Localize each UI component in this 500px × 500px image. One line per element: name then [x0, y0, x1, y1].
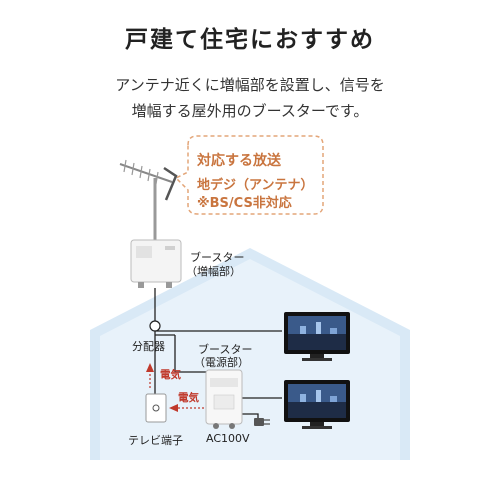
booster-amp-unit — [130, 239, 182, 288]
bubble-heading: 対応する放送 — [197, 153, 281, 169]
booster-power-sublabel: （電源部） — [194, 356, 249, 369]
ac-power-label: AC100V — [206, 432, 250, 445]
electricity-label-2: 電気 — [178, 392, 199, 404]
splitter-icon — [149, 320, 161, 332]
description-line-2: 増幅する屋外用のブースターです。 — [131, 102, 369, 120]
speech-bubble — [174, 135, 324, 215]
bubble-line-1: 地デジ（アンテナ） — [197, 178, 314, 193]
electricity-label-1: 電気 — [160, 369, 181, 381]
electricity-arrows — [146, 363, 204, 412]
bubble-line-2: ※BS/CS非対応 — [197, 196, 292, 211]
power-plug-icon — [254, 418, 270, 426]
tv-top-icon — [284, 312, 350, 361]
house-inner — [100, 259, 400, 460]
splitter-label: 分配器 — [132, 340, 165, 353]
description-line-1: アンテナ近くに増幅部を設置し、信号を — [115, 76, 385, 94]
wall-terminal-icon — [145, 393, 167, 423]
booster-amp-label: ブースター — [190, 251, 245, 264]
wall-terminal-label: テレビ端子 — [128, 434, 183, 447]
page-title: 戸建て住宅におすすめ — [125, 27, 375, 53]
antenna-icon — [119, 159, 178, 240]
booster-amp-sublabel: （増幅部） — [186, 265, 241, 278]
booster-power-unit — [205, 369, 243, 429]
tv-bottom-icon — [284, 380, 350, 429]
booster-power-label: ブースター — [198, 343, 253, 356]
